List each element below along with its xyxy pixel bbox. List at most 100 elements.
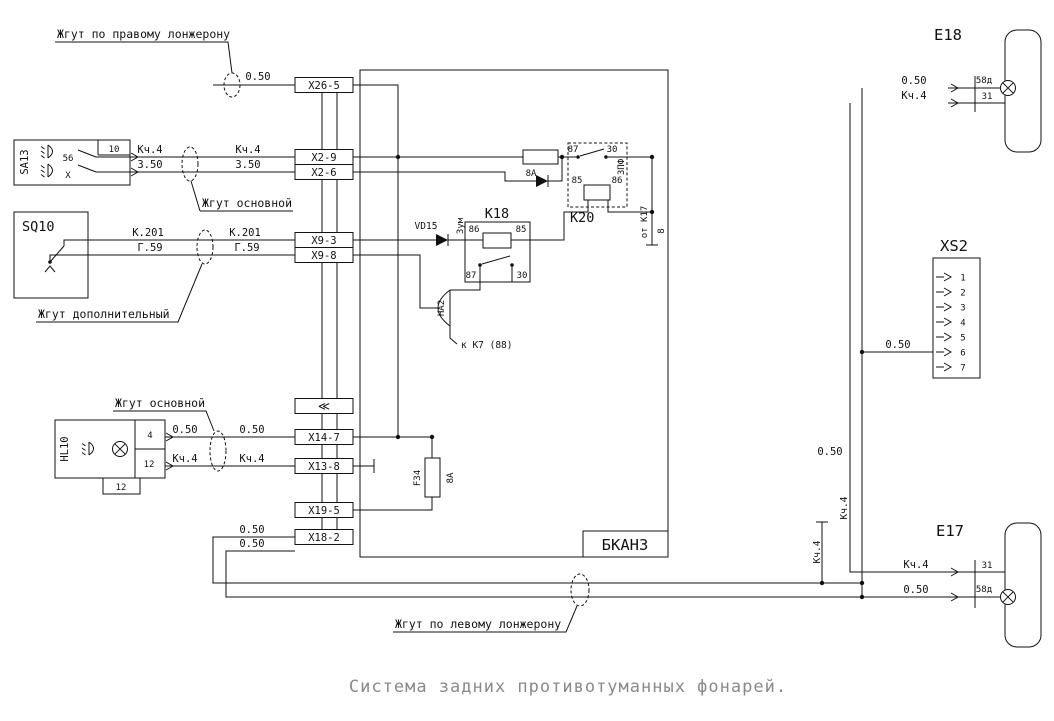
component-e18: E18 58д 31 0.50 Кч.4 bbox=[901, 26, 1042, 153]
k18-coil bbox=[482, 232, 512, 249]
sq10-ref: SQ10 bbox=[22, 219, 55, 235]
lamp-icon bbox=[1000, 589, 1016, 605]
k20-pin-85: 85 bbox=[572, 176, 583, 186]
xs2-pin: 6 bbox=[960, 349, 965, 359]
harness-connector bbox=[196, 229, 214, 265]
f34-rating: 8А bbox=[446, 472, 456, 483]
pin-x9-3: X9-3 bbox=[311, 235, 336, 247]
ground-tick bbox=[353, 459, 375, 473]
wire-label: Кч.4 bbox=[235, 144, 260, 156]
pin-x2-6: X2-6 bbox=[311, 167, 336, 179]
buzzer-ha2: HA2 к К7 (88) bbox=[437, 282, 512, 351]
harness-connector bbox=[181, 146, 199, 182]
wire-label: Кч.4 bbox=[137, 144, 162, 156]
diode-feed bbox=[536, 175, 548, 187]
f34-ref: F34 bbox=[413, 470, 423, 486]
block-pin-boxes: X26-5 X2-9 X2-6 X9-3 X9-8 ≪ X14-7 X13-8 … bbox=[294, 77, 354, 545]
e18-pin-ground: 31 bbox=[982, 92, 993, 102]
wire-label: 0.50 bbox=[172, 424, 197, 436]
wire-label: К.201 bbox=[132, 227, 164, 239]
k20-tag: ЗПФ bbox=[617, 158, 627, 175]
wire-label-riser-ground: Кч.4 bbox=[812, 540, 823, 563]
xs2-pin: 1 bbox=[960, 274, 965, 284]
k18-tag: Зум bbox=[456, 217, 466, 234]
wire-label: Кч.4 bbox=[172, 453, 197, 465]
wire-label: Г.59 bbox=[234, 242, 259, 254]
k17-link-pin: 8 bbox=[657, 228, 667, 233]
pin-x19-5: X19-5 bbox=[308, 505, 340, 517]
component-xs2: XS2 1 2 3 4 5 6 7 0.50 bbox=[862, 237, 981, 379]
wire-label: 0.50 bbox=[239, 538, 264, 550]
diode-vd15 bbox=[436, 234, 448, 246]
harness-label-left-rail: Жгут по левому лонжерону bbox=[395, 617, 561, 631]
k18-pin-86: 86 bbox=[469, 225, 480, 235]
e17-ref: E17 bbox=[936, 522, 964, 540]
sa13-ref: SA13 bbox=[19, 149, 31, 174]
k18-pin-87: 87 bbox=[466, 271, 477, 281]
pin-x2-9: X2-9 bbox=[311, 152, 336, 164]
wire-label: 3.50 bbox=[137, 159, 162, 171]
component-hl10: Жгут основной HL10 4 12 12 0.50 0.50 Кч.… bbox=[54, 396, 295, 495]
wire-label: Г.59 bbox=[137, 242, 162, 254]
pin-x13-8: X13-8 bbox=[308, 461, 340, 473]
sa13-pin-low: X bbox=[65, 171, 71, 181]
diagram-caption: Система задних противотуманных фонарей. bbox=[349, 677, 787, 697]
wire-label-riser-feed: 0.50 bbox=[817, 446, 842, 458]
continuation-marker: ≪ bbox=[318, 399, 330, 413]
harness-label-additional: Жгут дополнительный bbox=[38, 307, 170, 321]
k18-pin-30: 30 bbox=[517, 271, 528, 281]
k20-pin-87: 87 bbox=[568, 145, 579, 155]
component-sa13: SA13 10 56 X Кч.4 Кч.4 3.50 3.50 Жгут ос… bbox=[13, 139, 295, 212]
lamp-icon bbox=[112, 441, 128, 457]
sa13-pin-mid: 56 bbox=[63, 154, 74, 164]
block-name-box bbox=[582, 530, 669, 558]
e18-ref: E18 bbox=[934, 26, 962, 44]
component-e17: E17 31 58д Кч.4 0.50 bbox=[903, 522, 1042, 648]
e17-pin-lamp: 58д bbox=[976, 585, 992, 595]
hl10-pin-top: 4 bbox=[147, 431, 152, 441]
wire-label: Кч.4 bbox=[239, 453, 264, 465]
wire-label: Кч.4 bbox=[903, 559, 928, 571]
wire-label: 0.50 bbox=[903, 584, 928, 596]
sa13-pin-top: 10 bbox=[109, 145, 120, 155]
xs2-pin: 5 bbox=[960, 334, 965, 344]
block-internal-wiring: 8А F34 8А VD15 bbox=[353, 84, 658, 511]
e17-pin-ground: 31 bbox=[982, 561, 993, 571]
k18-ref: К18 bbox=[485, 206, 509, 222]
xs2-pin: 3 bbox=[960, 304, 965, 314]
wire-label: 0.50 bbox=[885, 339, 910, 351]
xs2-pin-arrows bbox=[936, 272, 953, 372]
xs2-pin: 2 bbox=[960, 289, 965, 299]
e18-pin-lamp: 58д bbox=[976, 76, 992, 86]
fog-lamp-icon bbox=[40, 144, 53, 159]
k17-link-label: от К17 bbox=[640, 206, 650, 239]
ha2-ref: HA2 bbox=[437, 300, 447, 316]
harness-label-right-rail: Жгут по правому лонжерону bbox=[57, 27, 230, 41]
wire-label: 0.50 bbox=[239, 524, 264, 536]
top-feed-wire: 0.50 Жгут по правому лонжерону bbox=[55, 27, 295, 98]
harness-connector bbox=[570, 573, 590, 607]
xs2-pin: 7 bbox=[960, 364, 965, 374]
fog-lamp-icon bbox=[81, 441, 94, 456]
fuse-top-rating: 8А bbox=[526, 169, 537, 179]
harness-connector bbox=[209, 430, 227, 472]
vd15-ref: VD15 bbox=[415, 221, 438, 232]
lamp-icon bbox=[1000, 80, 1016, 96]
relay-k20: 87 30 85 86 ЗПФ К20 от К17 8 bbox=[567, 142, 667, 239]
ha2-note: к К7 (88) bbox=[461, 340, 512, 351]
pin-arrows bbox=[950, 83, 960, 108]
fuse-f34 bbox=[424, 457, 441, 498]
xs2-outline bbox=[932, 257, 981, 379]
hl10-pin-mid: 12 bbox=[144, 460, 155, 470]
wire-label: 0.50 bbox=[239, 424, 264, 436]
wire-label-top-feed: 0.50 bbox=[245, 71, 270, 83]
pin-arrows bbox=[950, 567, 960, 602]
component-sq10: SQ10 К.201 К.201 Г.59 Г.59 Жгут дополнит… bbox=[13, 211, 295, 323]
pin-x9-8: X9-8 bbox=[311, 250, 336, 262]
k20-coil bbox=[583, 184, 611, 201]
bottom-output-wires: 0.50 0.50 Жгут по левому лонжерону bbox=[212, 524, 862, 633]
block-name: БКАН3 bbox=[602, 536, 649, 554]
relay-k18: К18 Зум 86 85 87 30 bbox=[456, 200, 589, 283]
fuse-top bbox=[522, 149, 559, 165]
